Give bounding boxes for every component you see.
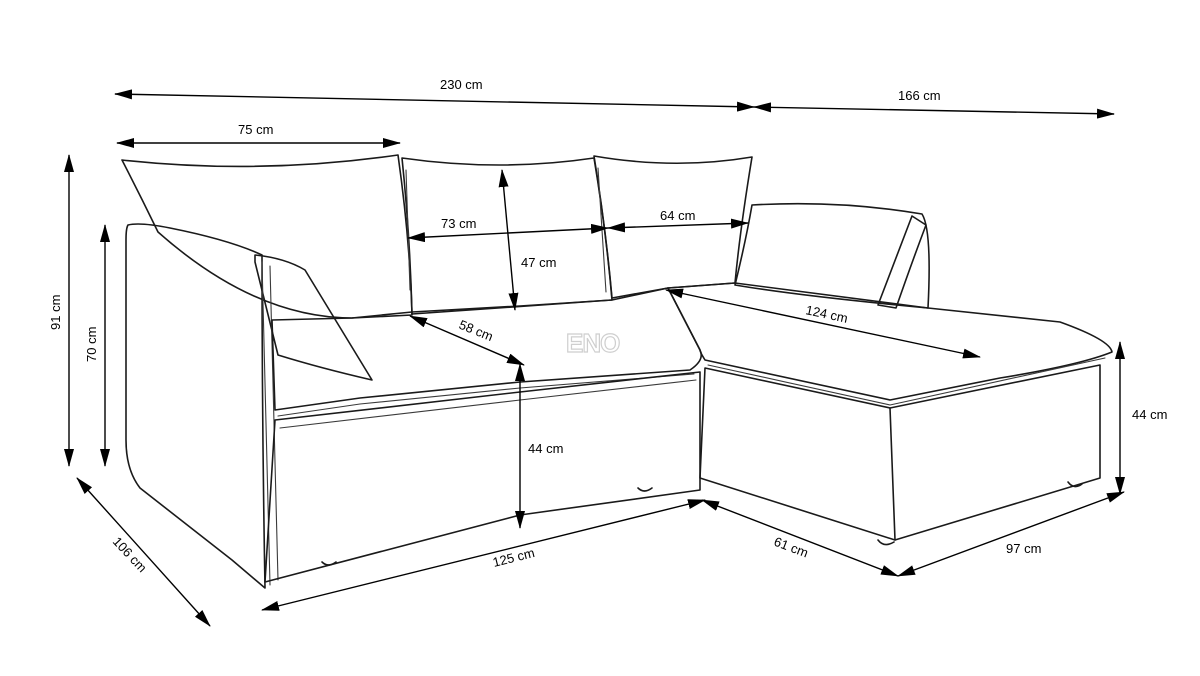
label-armrest-height: 70 cm xyxy=(84,327,99,362)
sofa-base xyxy=(264,371,701,583)
middle-back-cushion xyxy=(401,157,613,315)
chaise-arm-flap xyxy=(877,215,927,309)
label-chaise-seat-length: 124 cm xyxy=(804,302,849,326)
dim-line-chaise-front xyxy=(701,499,899,577)
sofa-drawing xyxy=(121,154,1113,589)
label-seat-width-1: 73 cm xyxy=(441,216,476,231)
label-total-width: 230 cm xyxy=(440,77,483,92)
dim-line-seat-depth xyxy=(409,315,525,366)
label-seat-depth: 58 cm xyxy=(457,317,495,344)
brand-watermark: ENO xyxy=(566,328,620,358)
chaise-seat xyxy=(667,282,1113,401)
label-backrest-height: 47 cm xyxy=(521,255,556,270)
chaise-base xyxy=(699,364,1101,541)
dim-line-total-width xyxy=(114,89,755,112)
label-chaise-length: 166 cm xyxy=(898,88,941,103)
label-base-width: 125 cm xyxy=(491,545,536,570)
label-overall-depth: 106 cm xyxy=(110,534,150,575)
label-seat-height: 44 cm xyxy=(528,441,563,456)
label-total-height: 91 cm xyxy=(48,295,63,330)
left-armrest xyxy=(125,223,266,589)
label-chaise-front-width: 61 cm xyxy=(772,534,810,561)
dim-line-backrest-height xyxy=(498,169,519,311)
label-chaise-side-length: 97 cm xyxy=(1006,541,1041,556)
dim-line-seat-width-2 xyxy=(607,218,749,233)
label-seat-width-2: 64 cm xyxy=(660,208,695,223)
dimension-lines xyxy=(64,89,1125,627)
dim-line-chaise-seat-length xyxy=(665,288,981,359)
chaise-back-cushion xyxy=(734,202,930,309)
dim-line-chaise-length xyxy=(753,102,1115,119)
dim-line-chaise-side xyxy=(897,491,1125,577)
label-armrest-width: 75 cm xyxy=(238,122,273,137)
dimension-labels: 230 cm 166 cm 75 cm 91 cm 70 cm 106 cm 7… xyxy=(48,77,1167,575)
dim-line-overall-depth xyxy=(76,477,211,627)
label-chaise-height: 44 cm xyxy=(1132,407,1167,422)
left-arm-cushion xyxy=(254,254,373,381)
left-back-cushion xyxy=(121,154,413,319)
dim-line-base-width xyxy=(261,499,706,611)
